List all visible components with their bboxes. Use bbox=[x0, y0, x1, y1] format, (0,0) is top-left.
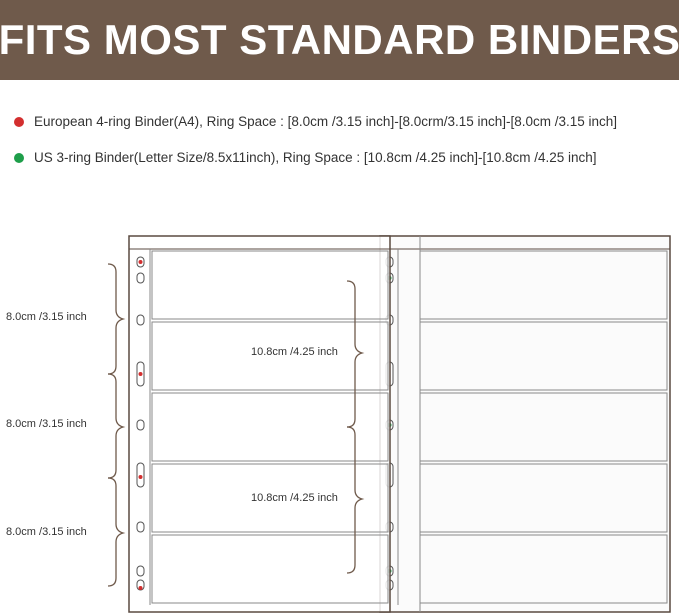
dim-european-1: 8.0cm /3.15 inch bbox=[6, 311, 87, 323]
brace-us-1 bbox=[346, 280, 365, 428]
green-dot-icon bbox=[14, 152, 24, 163]
brace-european-3 bbox=[107, 477, 126, 587]
spec-european-binder: European 4-ring Binder(A4), Ring Space :… bbox=[14, 114, 617, 129]
spec-european-text: European 4-ring Binder(A4), Ring Space :… bbox=[34, 114, 618, 129]
spec-us-text: US 3-ring Binder(Letter Size/8.5x11inch)… bbox=[34, 150, 597, 165]
header-banner: FITS MOST STANDARD BINDERS bbox=[0, 0, 679, 80]
european-ring-marker bbox=[138, 372, 143, 376]
dim-us-2: 10.8cm /4.25 inch bbox=[251, 492, 338, 504]
brace-european-1 bbox=[107, 263, 126, 375]
dim-european-2: 8.0cm /3.15 inch bbox=[6, 418, 87, 430]
european-ring-marker bbox=[138, 475, 143, 479]
brace-us-2 bbox=[346, 426, 365, 574]
red-dot-icon bbox=[14, 116, 24, 127]
european-ring-marker bbox=[138, 260, 143, 264]
dim-us-1: 10.8cm /4.25 inch bbox=[251, 346, 338, 358]
spec-us-binder: US 3-ring Binder(Letter Size/8.5x11inch)… bbox=[14, 150, 597, 165]
brace-european-2 bbox=[107, 373, 126, 479]
back-sleeve-page bbox=[379, 235, 671, 613]
banner-title: FITS MOST STANDARD BINDERS bbox=[0, 16, 679, 63]
dim-european-3: 8.0cm /3.15 inch bbox=[6, 526, 87, 538]
front-sleeve-page bbox=[128, 235, 391, 613]
european-ring-marker bbox=[138, 586, 143, 590]
